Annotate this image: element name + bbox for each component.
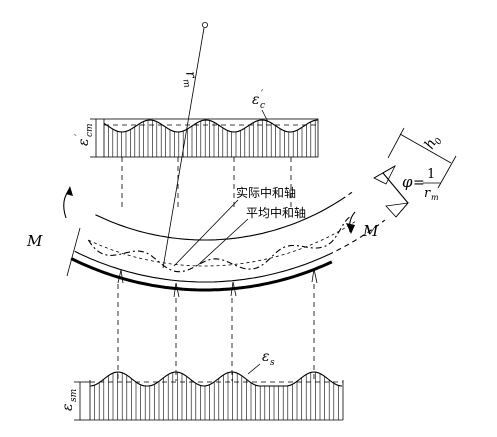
- concrete-strain-hatching: [108, 120, 316, 157]
- curvature-center-marker: [201, 21, 208, 28]
- curved-beam: h 0 φ = 1 r m 实际中和轴 平均中和轴 M M: [26, 127, 457, 298]
- cracks: [117, 268, 318, 298]
- actual-axis-leader: [173, 199, 239, 267]
- svg-text:ε: ε: [252, 92, 260, 108]
- curvature-formula: φ = 1 r m: [402, 167, 441, 202]
- rotation-wedge-top: [373, 164, 396, 185]
- svg-text:′: ′: [74, 133, 85, 136]
- svg-text:r: r: [424, 186, 431, 201]
- beam-bottom-edge: [74, 250, 329, 283]
- steel-strain-hatching: [94, 372, 339, 420]
- radius-line: [162, 27, 205, 269]
- svg-text:r: r: [182, 70, 199, 81]
- eps-c-leader: [261, 109, 269, 123]
- concrete-strain-box: [103, 118, 319, 158]
- moment-right: M: [346, 211, 379, 240]
- tension-reinforcement: [70, 257, 333, 292]
- svg-text:ε: ε: [60, 403, 76, 411]
- mean-neutral-axis: [88, 221, 356, 267]
- concrete-strain-curve: [103, 119, 319, 133]
- steel-strain-curve: [89, 371, 343, 387]
- moment-left: M: [26, 186, 73, 250]
- beam-bottom-extension: [328, 219, 386, 256]
- svg-text:m: m: [180, 78, 191, 88]
- steel-strain-diagram: ε sm ε s: [60, 349, 344, 421]
- eps-c-label: ε c ′: [252, 89, 265, 111]
- eps-sm-label: ε sm: [60, 389, 79, 411]
- curvature-radius: r m: [162, 21, 208, 269]
- svg-text:0: 0: [433, 136, 445, 146]
- svg-text:ε: ε: [76, 138, 92, 146]
- svg-text:cm: cm: [85, 123, 95, 137]
- actual-neutral-axis: [87, 215, 352, 273]
- rotation-wedge-bottom: [385, 202, 409, 218]
- concrete-strain-diagram: ε cm ′ ε c ′: [74, 89, 319, 158]
- svg-text:ε: ε: [262, 349, 270, 365]
- beam-right-section: [382, 172, 409, 204]
- r-m-label: r m: [180, 70, 199, 89]
- svg-text:M: M: [362, 222, 379, 240]
- svg-text:m: m: [431, 193, 439, 202]
- svg-text:′: ′: [261, 89, 264, 100]
- eps-cm-label: ε cm ′: [74, 123, 95, 146]
- eps-s-label: ε s: [262, 349, 275, 368]
- mean-axis-leader: [197, 218, 249, 266]
- svg-text:c: c: [260, 101, 265, 111]
- svg-text:1: 1: [427, 167, 435, 182]
- beam-top-edge: [95, 199, 342, 241]
- svg-text:=: =: [413, 175, 425, 191]
- beam-left-end: [66, 227, 81, 277]
- svg-text:φ: φ: [402, 173, 413, 191]
- mean-neutral-axis-label: 平均中和轴: [246, 205, 306, 220]
- projection-lines-bottom: [117, 284, 315, 381]
- eps-s-leader: [247, 363, 261, 375]
- svg-text:M: M: [26, 232, 43, 250]
- svg-text:s: s: [270, 358, 275, 368]
- projection-lines-top: [121, 157, 292, 209]
- actual-neutral-axis-label: 实际中和轴: [236, 185, 296, 200]
- svg-text:sm: sm: [69, 389, 79, 402]
- beam-top-extension: [340, 191, 353, 200]
